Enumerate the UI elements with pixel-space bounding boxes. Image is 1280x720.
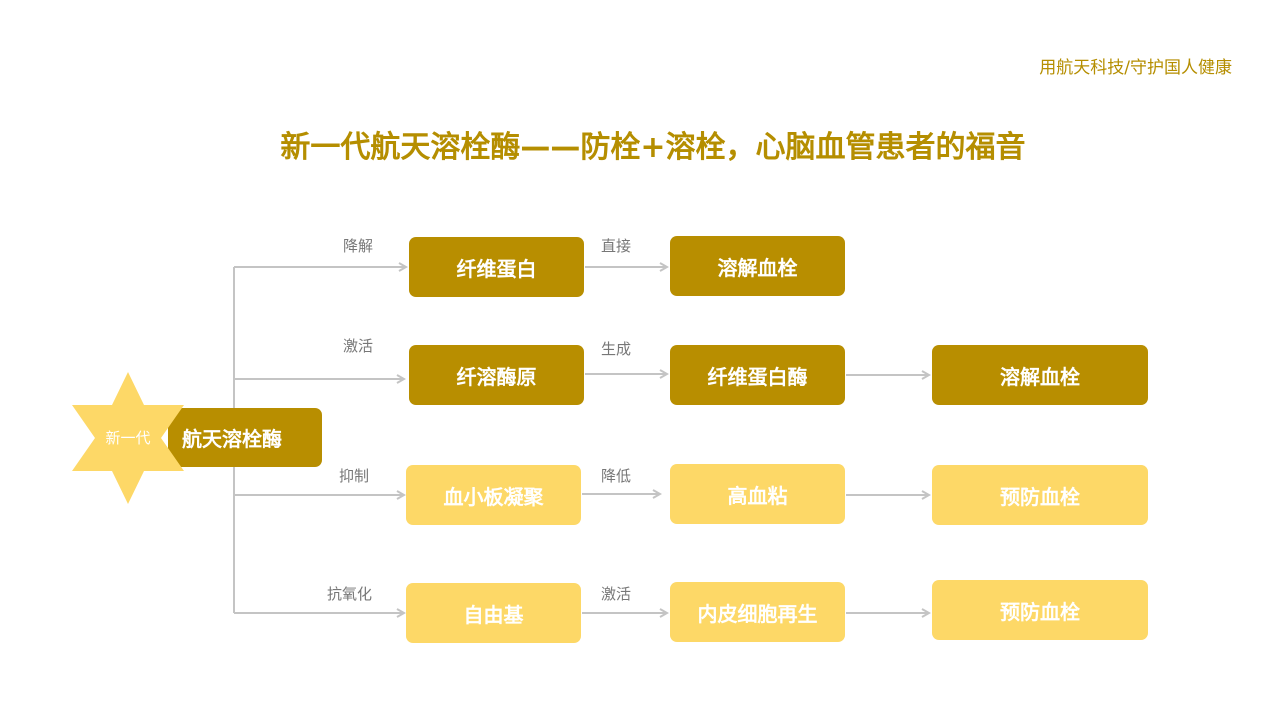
node-label: 溶解血栓 [1000, 364, 1080, 389]
star-badge-icon [72, 372, 184, 504]
node-prevent-thrombus-1: 预防血栓 [932, 465, 1148, 525]
node-platelet-aggregation: 血小板凝聚 [406, 465, 581, 525]
node-dissolve-thrombus-1: 溶解血栓 [670, 236, 845, 296]
node-label: 血小板凝聚 [443, 484, 544, 509]
branch-label-1: 降解 [343, 237, 374, 255]
root-node-label: 航天溶栓酶 [182, 427, 282, 451]
node-high-viscosity: 高血粘 [670, 464, 845, 524]
node-fibrin: 纤维蛋白 [409, 237, 584, 297]
edge-label-2: 生成 [601, 340, 632, 358]
node-label: 高血粘 [727, 483, 788, 508]
node-label: 内皮细胞再生 [697, 601, 818, 626]
node-label: 自由基 [463, 602, 524, 627]
node-label: 纤维蛋白酶 [707, 364, 808, 389]
node-label: 预防血栓 [1000, 484, 1080, 509]
node-plasminogen: 纤溶酶原 [409, 345, 584, 405]
edge-label-1: 直接 [601, 237, 632, 255]
node-label: 预防血栓 [1000, 599, 1080, 624]
branch-label-2: 激活 [343, 337, 374, 355]
root-node: 航天溶栓酶 [168, 408, 322, 467]
edge-label-3: 降低 [601, 467, 632, 485]
node-label: 纤维蛋白 [456, 256, 537, 281]
node-prevent-thrombus-2: 预防血栓 [932, 580, 1148, 640]
slogan: 用航天科技/守护国人健康 [1039, 58, 1232, 78]
node-fibrinase: 纤维蛋白酶 [670, 345, 845, 405]
page-title: 新一代航天溶栓酶——防栓+溶栓，心脑血管患者的福音 [280, 130, 1026, 165]
node-free-radical: 自由基 [406, 583, 581, 643]
branch-label-3: 抑制 [339, 467, 370, 485]
node-label: 纤溶酶原 [456, 364, 537, 389]
star-badge-label: 新一代 [105, 429, 151, 447]
node-dissolve-thrombus-2: 溶解血栓 [932, 345, 1148, 405]
edge-label-4: 激活 [601, 585, 632, 603]
node-endothelial-regeneration: 内皮细胞再生 [670, 582, 845, 642]
node-label: 溶解血栓 [717, 255, 798, 280]
branch-label-4: 抗氧化 [327, 585, 373, 603]
